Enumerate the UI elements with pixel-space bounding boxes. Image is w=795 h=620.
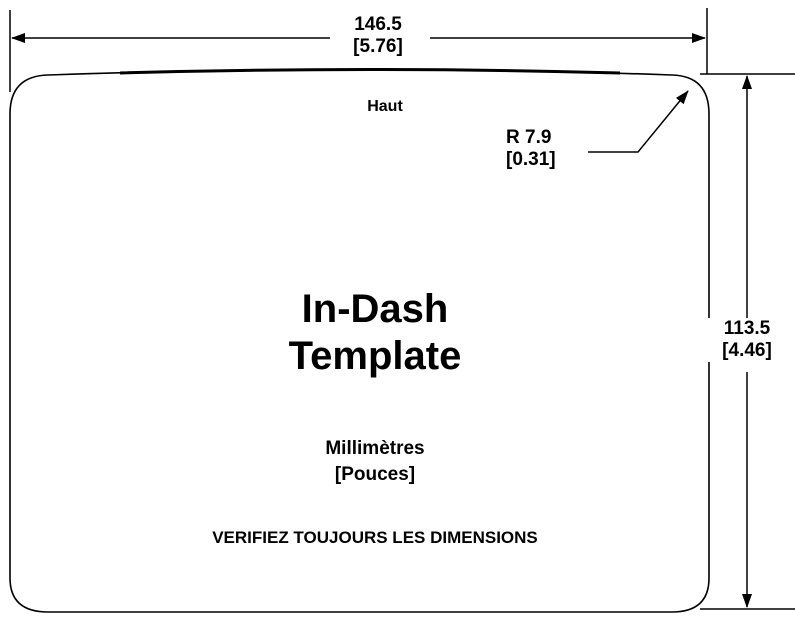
units-note: Millimètres [Pouces] xyxy=(260,436,490,487)
width-inches-value: [5.76] xyxy=(353,35,403,57)
units-primary: Millimètres xyxy=(325,438,425,459)
height-inches-value: [4.46] xyxy=(722,339,772,361)
height-dimension-label: 113.5 [4.46] xyxy=(701,318,793,362)
width-mm-value: 146.5 xyxy=(354,14,402,35)
title-line-2: Template xyxy=(288,333,462,378)
top-side-label: Haut xyxy=(367,98,403,115)
corner-radius-label: R 7.9 [0.31] xyxy=(506,127,586,171)
radius-leader-line xyxy=(588,90,689,153)
radius-mm-value: R 7.9 xyxy=(506,127,552,148)
template-title: In-Dash Template xyxy=(200,286,550,380)
height-mm-value: 113.5 xyxy=(723,318,771,339)
title-line-1: In-Dash xyxy=(301,287,449,331)
units-secondary: [Pouces] xyxy=(334,463,416,485)
verify-dimensions-warning: VERIFIEZ TOUJOURS LES DIMENSIONS xyxy=(212,528,538,547)
width-dimension-label: 146.5 [5.76] xyxy=(330,14,426,58)
radius-inches-value: [0.31] xyxy=(506,148,556,170)
template-top-edge xyxy=(119,68,621,75)
